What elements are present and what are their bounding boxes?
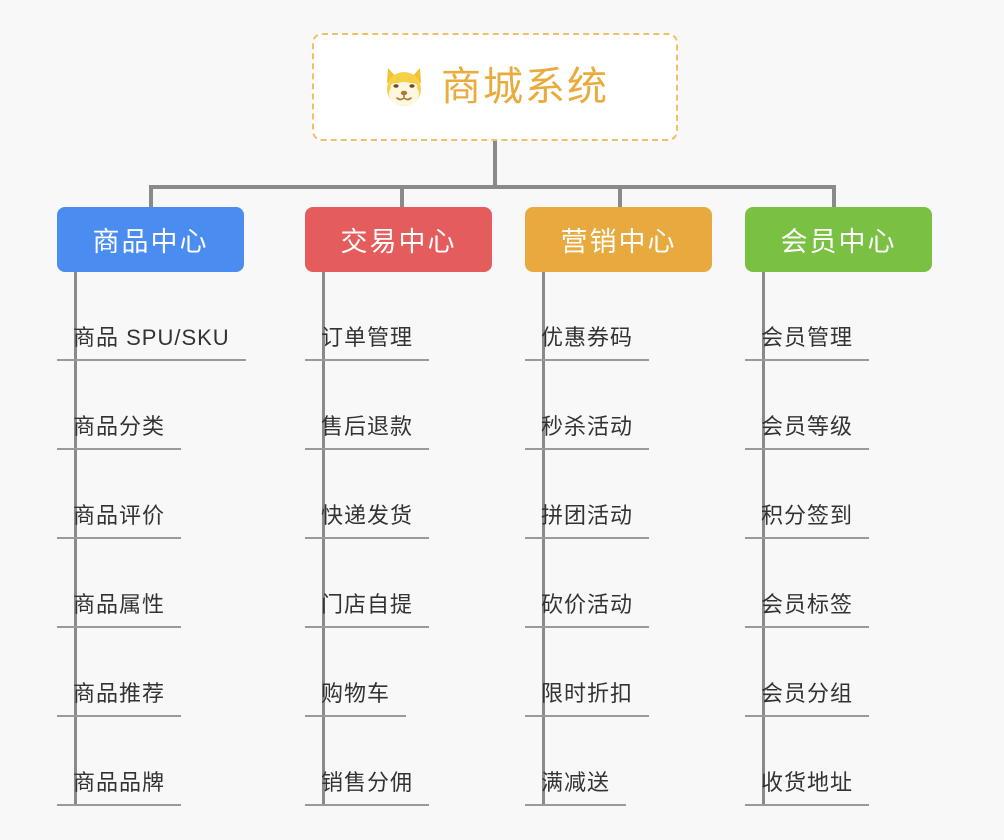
leaf-item-label: 会员管理 <box>745 327 870 361</box>
leaf-item-label: 满减送 <box>525 772 627 806</box>
branch-header-label: 交易中心 <box>340 227 457 257</box>
leaf-item[interactable]: 快递发货 <box>305 450 492 539</box>
leaf-item-label: 商品属性 <box>57 594 182 628</box>
leaf-item-label: 商品 SPU/SKU <box>57 327 246 361</box>
leaf-item-label: 购物车 <box>305 683 407 717</box>
branch-trunk-line <box>74 272 77 806</box>
leaf-item-label: 收货地址 <box>745 772 870 806</box>
branch-trunk-line <box>322 272 325 806</box>
leaf-item[interactable]: 门店自提 <box>305 539 492 628</box>
branch-member-center: 会员中心 会员管理 会员等级 积分签到 会员标签 会员分组 收货地址 <box>745 207 932 806</box>
branch-items-marketing-center: 优惠券码 秒杀活动 拼团活动 砍价活动 限时折扣 满减送 <box>525 272 712 806</box>
branch-product-center: 商品中心 商品 SPU/SKU 商品分类 商品评价 商品属性 商品推荐 商品品牌 <box>57 207 246 806</box>
root-node-shop-system[interactable]: 商城系统 <box>312 33 678 141</box>
branch-items-member-center: 会员管理 会员等级 积分签到 会员标签 会员分组 收货地址 <box>745 272 932 806</box>
branch-trunk-line <box>542 272 545 806</box>
branch-trade-center: 交易中心 订单管理 售后退款 快递发货 门店自提 购物车 销售分佣 <box>305 207 492 806</box>
connector-drop-member-center <box>832 185 836 209</box>
connector-root-stem <box>493 141 497 187</box>
branch-header-marketing-center[interactable]: 营销中心 <box>525 207 712 272</box>
leaf-item[interactable]: 拼团活动 <box>525 450 712 539</box>
leaf-item-label: 商品品牌 <box>57 772 182 806</box>
leaf-item[interactable]: 商品推荐 <box>57 628 244 717</box>
branch-header-member-center[interactable]: 会员中心 <box>745 207 932 272</box>
leaf-item-label: 快递发货 <box>305 505 430 539</box>
leaf-item[interactable]: 商品评价 <box>57 450 244 539</box>
leaf-item-label: 商品推荐 <box>57 683 182 717</box>
leaf-item-label: 会员等级 <box>745 416 870 450</box>
branch-header-trade-center[interactable]: 交易中心 <box>305 207 492 272</box>
leaf-item[interactable]: 积分签到 <box>745 450 932 539</box>
leaf-item[interactable]: 限时折扣 <box>525 628 712 717</box>
leaf-item[interactable]: 商品品牌 <box>57 717 244 806</box>
leaf-item-label: 商品评价 <box>57 505 182 539</box>
leaf-item[interactable]: 会员标签 <box>745 539 932 628</box>
leaf-item[interactable]: 秒杀活动 <box>525 361 712 450</box>
leaf-item[interactable]: 商品属性 <box>57 539 244 628</box>
branch-marketing-center: 营销中心 优惠券码 秒杀活动 拼团活动 砍价活动 限时折扣 满减送 <box>525 207 712 806</box>
connector-drop-marketing-center <box>618 185 622 209</box>
leaf-item-label: 积分签到 <box>745 505 870 539</box>
leaf-item[interactable]: 销售分佣 <box>305 717 492 806</box>
leaf-item-label: 限时折扣 <box>525 683 650 717</box>
leaf-item-label: 砍价活动 <box>525 594 650 628</box>
root-title-text: 商城系统 <box>441 65 609 109</box>
leaf-item[interactable]: 商品 SPU/SKU <box>57 272 246 361</box>
branch-header-label: 会员中心 <box>780 227 897 257</box>
leaf-item-label: 商品分类 <box>57 416 182 450</box>
leaf-item[interactable]: 商品分类 <box>57 361 244 450</box>
leaf-item[interactable]: 会员等级 <box>745 361 932 450</box>
leaf-item-label: 拼团活动 <box>525 505 650 539</box>
connector-drop-product-center <box>149 185 153 209</box>
branch-header-label: 营销中心 <box>560 227 677 257</box>
leaf-item[interactable]: 优惠券码 <box>525 272 712 361</box>
leaf-item-label: 秒杀活动 <box>525 416 650 450</box>
leaf-item-label: 订单管理 <box>305 327 430 361</box>
branch-items-product-center: 商品 SPU/SKU 商品分类 商品评价 商品属性 商品推荐 商品品牌 <box>57 272 246 806</box>
leaf-item[interactable]: 售后退款 <box>305 361 492 450</box>
connector-drop-trade-center <box>400 185 404 209</box>
leaf-item[interactable]: 购物车 <box>305 628 492 717</box>
leaf-item[interactable]: 满减送 <box>525 717 712 806</box>
branch-header-product-center[interactable]: 商品中心 <box>57 207 244 272</box>
leaf-item-label: 门店自提 <box>305 594 430 628</box>
leaf-item[interactable]: 会员分组 <box>745 628 932 717</box>
leaf-item-label: 会员标签 <box>745 594 870 628</box>
leaf-item-label: 销售分佣 <box>305 772 430 806</box>
branch-trunk-line <box>762 272 765 806</box>
connector-horizontal-bus <box>149 185 836 189</box>
branch-header-label: 商品中心 <box>92 227 209 257</box>
leaf-item[interactable]: 砍价活动 <box>525 539 712 628</box>
leaf-item[interactable]: 收货地址 <box>745 717 932 806</box>
leaf-item[interactable]: 会员管理 <box>745 272 932 361</box>
branch-items-trade-center: 订单管理 售后退款 快递发货 门店自提 购物车 销售分佣 <box>305 272 492 806</box>
shiba-dog-face-icon <box>381 64 427 110</box>
leaf-item-label: 会员分组 <box>745 683 870 717</box>
leaf-item-label: 优惠券码 <box>525 327 650 361</box>
leaf-item-label: 售后退款 <box>305 416 430 450</box>
leaf-item[interactable]: 订单管理 <box>305 272 492 361</box>
